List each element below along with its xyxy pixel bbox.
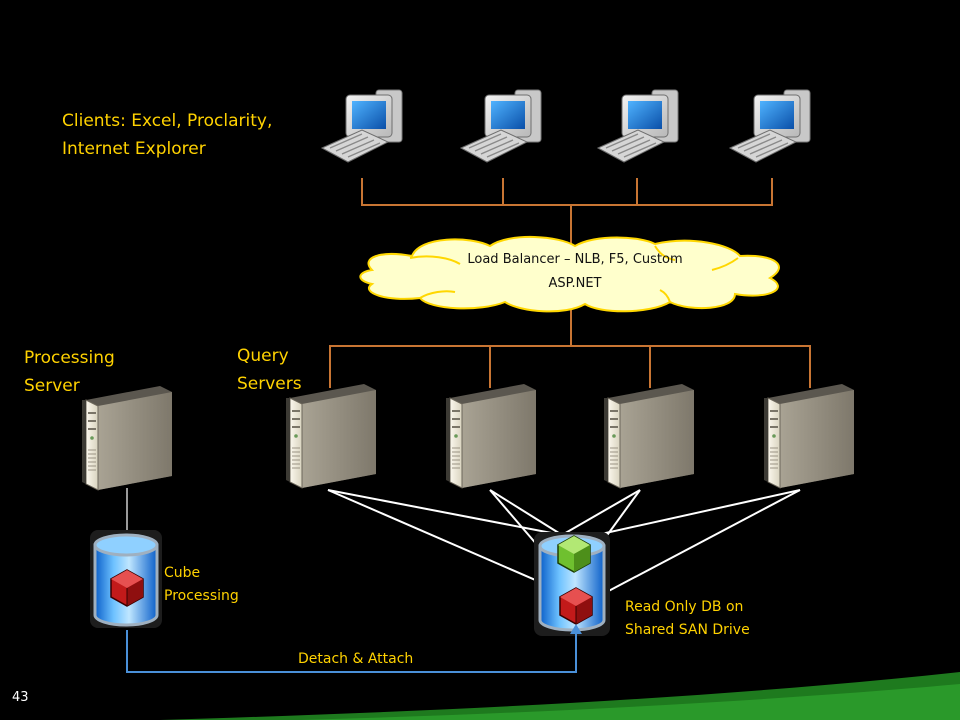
desktop-computer-icon [321, 89, 403, 163]
server-icon [445, 383, 537, 489]
detach-attach-label: Detach & Attach [298, 651, 414, 667]
server-icon [763, 383, 855, 489]
load-balancer-cloud [359, 236, 780, 313]
cube-processing-label: Cube Processing [164, 565, 239, 604]
server-icon [603, 383, 695, 489]
detach-attach-line [126, 628, 577, 673]
page-number: 43 [12, 690, 29, 705]
arrow-up-icon [570, 624, 582, 634]
desktop-computer-icon [729, 89, 811, 163]
load-balancer-label: Load Balancer – NLB, F5, Custom ASP.NET [467, 252, 683, 291]
read-only-db-label: Read Only DB on Shared SAN Drive [625, 599, 750, 638]
processing-server-label: Processing Server [24, 348, 115, 396]
client-connector-lines [329, 178, 811, 388]
desktop-computer-icon [460, 89, 542, 163]
query-servers-label: Query Servers [237, 346, 302, 394]
server-icon [81, 385, 173, 491]
footer-accent-highlight [300, 684, 960, 720]
server-icon [285, 383, 377, 489]
desktop-computer-icon [597, 89, 679, 163]
clients-label: Clients: Excel, Proclarity, Internet Exp… [62, 111, 273, 159]
servers [81, 383, 855, 491]
client-computers [321, 89, 811, 163]
